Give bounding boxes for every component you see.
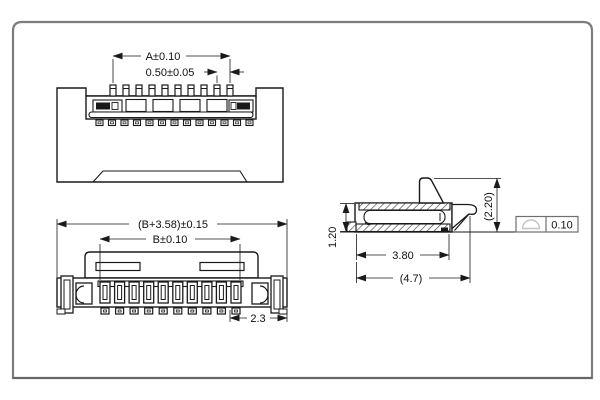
dim-body-depth: 3.80 [356,234,450,262]
top-view: A±0.10 0.50±0.05 [56,50,284,183]
side-view: 1.20 3.80 (4.7) (2.20) 0. [327,177,579,285]
tolerance-frame: 0.10 [515,215,579,233]
front-view: (B+3.58)±0.15 B±0.10 2.3 [56,218,288,325]
dim-overall-depth: (4.7) [356,216,471,285]
latch-nose [451,203,478,231]
dim-body-depth-label: 3.80 [392,250,413,262]
solder-tab-right [228,99,254,113]
hatch-foot-left [346,221,357,233]
dim-overall-height: (2.20) [434,178,501,232]
front-view-pad-row [100,307,241,315]
dim-overall-depth-label: (4.7) [400,273,423,285]
dim-pin-span: A±0.10 [112,50,231,83]
actuator-slot-left [95,261,141,272]
dim-pitch: 0.50±0.05 [146,67,244,83]
dim-contact-span-label: B±0.10 [153,234,188,246]
hatch-strip-top [358,202,451,211]
actuator-cover [84,251,259,279]
surface-profile-icon [521,219,541,230]
dim-end-width: 2.3 [229,309,288,325]
dim-overall-height-label: (2.20) [483,192,495,221]
top-view-bottom-notch [92,170,248,183]
solder-tab-left [92,99,123,113]
dim-body-height: 1.20 [327,203,354,248]
front-edge-bar [88,111,254,119]
dim-overall-width: (B+3.58)±0.15 [56,218,288,277]
tolerance-value-label: 0.10 [551,220,572,232]
top-view-pins [109,84,234,97]
contact-profile [363,209,446,226]
dim-pin-span-label: A±0.10 [146,51,181,63]
border-frame [11,20,594,380]
contact-top-bar [97,280,244,288]
side-body-pad [441,227,448,232]
dim-contact-span: B±0.10 [99,233,241,280]
actuator-slot-right [199,261,245,272]
dim-overall-width-label: (B+3.58)±0.15 [138,219,208,231]
hatch-strip-bottom [355,223,451,233]
dim-pitch-label: 0.50±0.05 [146,67,195,79]
actuator-lever [418,177,445,204]
dim-body-height-label: 1.20 [327,227,339,248]
housing-windows [125,98,228,113]
dim-end-width-label: 2.3 [250,313,265,325]
